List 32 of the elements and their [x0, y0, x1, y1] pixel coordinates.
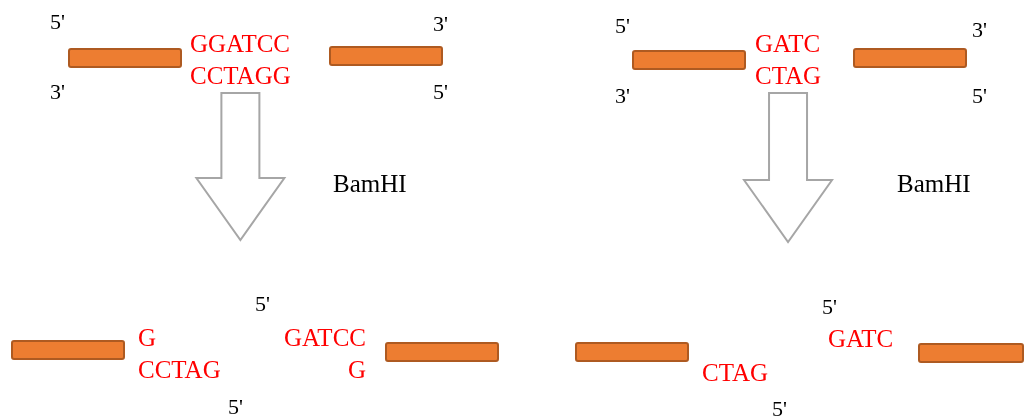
dna-sequence: G [346, 355, 366, 385]
strand-end-label: 5' [615, 14, 630, 38]
block-arrow [742, 92, 834, 244]
dna-sequence: GGATCC [190, 29, 291, 59]
dna-bar [918, 343, 1024, 363]
dna-bar [329, 46, 443, 66]
strand-end-label: 5' [50, 10, 65, 34]
dna-sequence: GATC [828, 324, 894, 354]
block-arrow [194, 92, 287, 242]
dna-bar [68, 48, 182, 68]
strand-end-label: 5' [228, 395, 243, 419]
strand-end-label: 5' [772, 397, 787, 419]
strand-end-label: 5' [972, 84, 987, 108]
strand-end-label: 3' [972, 18, 987, 42]
dna-sequence: CTAG [702, 358, 769, 388]
dna-bar [853, 48, 967, 68]
dna-bar [11, 340, 125, 360]
strand-end-label: 3' [615, 84, 630, 108]
strand-end-label: 5' [255, 292, 270, 316]
dna-sequence: CCTAG [138, 355, 221, 385]
dna-bar [575, 342, 689, 362]
dna-sequence: CCTAGG [190, 61, 291, 91]
strand-end-label: 3' [50, 80, 65, 104]
dna-sequence: GATCC [283, 323, 366, 353]
dna-sequence: GATC [755, 29, 822, 59]
dna-bar [385, 342, 499, 362]
dna-sequence: CTAG [755, 61, 822, 91]
strand-end-label: 5' [822, 295, 837, 319]
dna-bar [632, 50, 746, 70]
dna-sequence: G [138, 323, 158, 353]
strand-end-label: 5' [433, 80, 448, 104]
strand-end-label: 3' [433, 12, 448, 36]
